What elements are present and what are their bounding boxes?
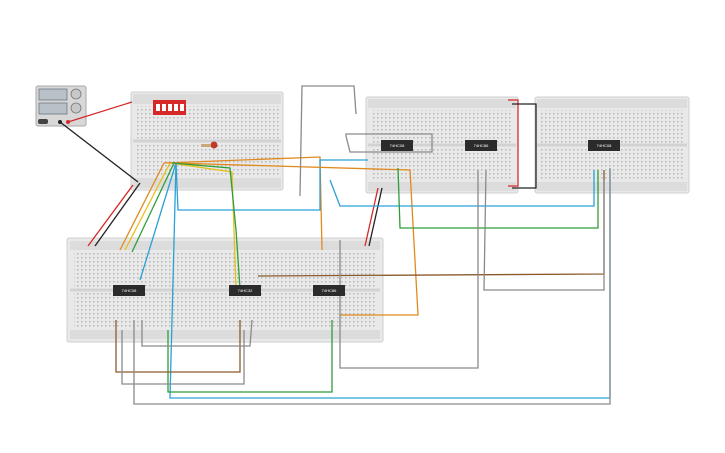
wire-input-blue-1 (139, 162, 177, 281)
wire-power-black-2 (368, 187, 383, 247)
wire-input-orange-2 (163, 156, 323, 251)
chip-label: 74HC08 (390, 143, 405, 148)
wire-gray-5 (121, 330, 245, 385)
wires[interactable] (59, 85, 611, 405)
wire-gray-3 (483, 169, 605, 291)
wire-psu-positive (67, 101, 133, 123)
wire-gray-long (133, 168, 611, 405)
chip-label: 74HC08 (597, 143, 612, 148)
psu-voltage-knob[interactable] (70, 88, 82, 100)
wire-power-red-2 (364, 187, 379, 247)
wire-power-red-1 (87, 184, 134, 247)
wire-blue-upper (329, 170, 595, 207)
wire-psu-negative (59, 121, 139, 183)
wire-orange-long (171, 162, 419, 316)
wire-power-black-3 (512, 103, 537, 189)
chip-label: 74HC32 (238, 288, 253, 293)
wire-input-blue-2 (175, 159, 368, 211)
chip-bottom-3[interactable]: 74HC86 (313, 285, 345, 296)
wire-input-yellow-2 (169, 162, 237, 289)
wire-input-orange-1 (119, 162, 165, 251)
chip-top-1[interactable]: 74HC08 (381, 140, 413, 151)
wire-gray-loop (345, 133, 433, 153)
psu-current-display (38, 102, 68, 115)
wire-gray-1 (299, 85, 357, 197)
psu-voltage-display (38, 88, 68, 101)
wire-input-green-2 (171, 162, 241, 289)
wire-green-upper (397, 167, 599, 229)
wire-gray-2 (339, 170, 479, 369)
wire-power-red-3 (508, 99, 519, 187)
wire-gray-4 (141, 319, 253, 347)
wire-green-bottom (167, 320, 333, 393)
chip-top-3[interactable]: 74HC08 (588, 140, 620, 151)
chip-top-2[interactable]: 74HC86 (465, 140, 497, 151)
power-supply[interactable] (35, 85, 87, 127)
chip-label: 74HC86 (322, 288, 337, 293)
resistor (201, 144, 211, 147)
chip-label: 74HC86 (474, 143, 489, 148)
breadboard-inputs[interactable] (130, 91, 284, 191)
led-output[interactable] (210, 141, 218, 149)
psu-current-knob[interactable] (70, 102, 82, 114)
psu-power-switch[interactable] (38, 119, 48, 124)
chip-bottom-1[interactable]: 74HC08 (113, 285, 145, 296)
chip-bottom-2[interactable]: 74HC32 (229, 285, 261, 296)
wire-power-black-1 (94, 182, 141, 247)
chip-label: 74HC08 (122, 288, 137, 293)
wire-input-yellow-1 (124, 162, 171, 251)
wire-input-green-1 (131, 162, 175, 253)
